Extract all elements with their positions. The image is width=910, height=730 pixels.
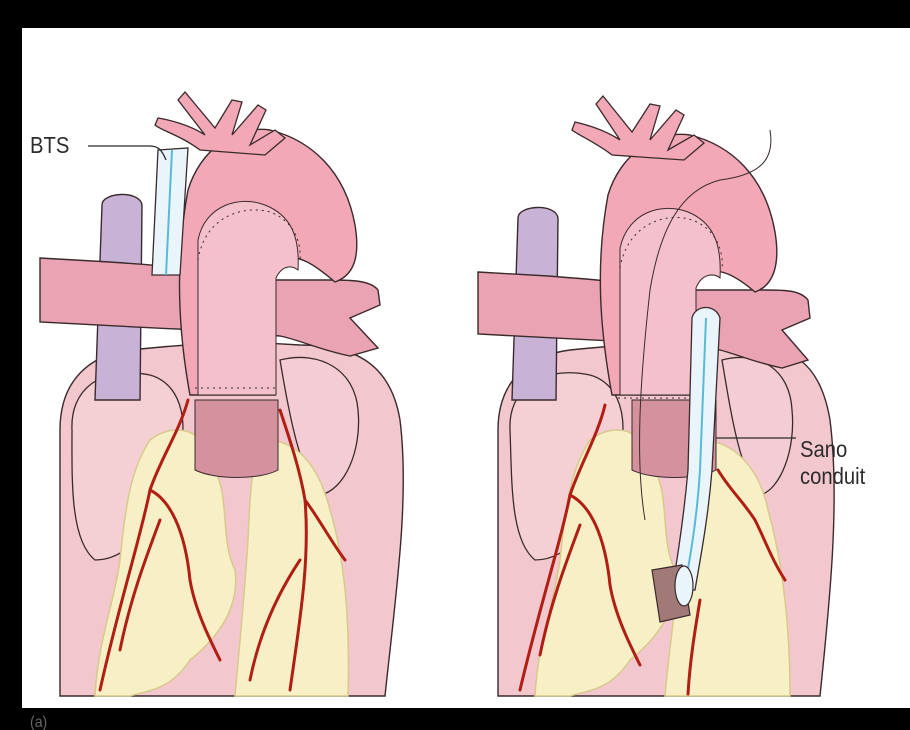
left-rvot (195, 400, 278, 478)
bts-label-text: BTS (30, 132, 69, 158)
sano-label-line-1: Sano (800, 436, 865, 463)
sano-conduit-label: Sano conduit (800, 436, 865, 490)
sano-label-line-2: conduit (800, 463, 865, 490)
panel-letter: (a) (30, 709, 47, 730)
right-conduit-anastomosis (675, 566, 693, 606)
bts-label: BTS (30, 132, 69, 159)
